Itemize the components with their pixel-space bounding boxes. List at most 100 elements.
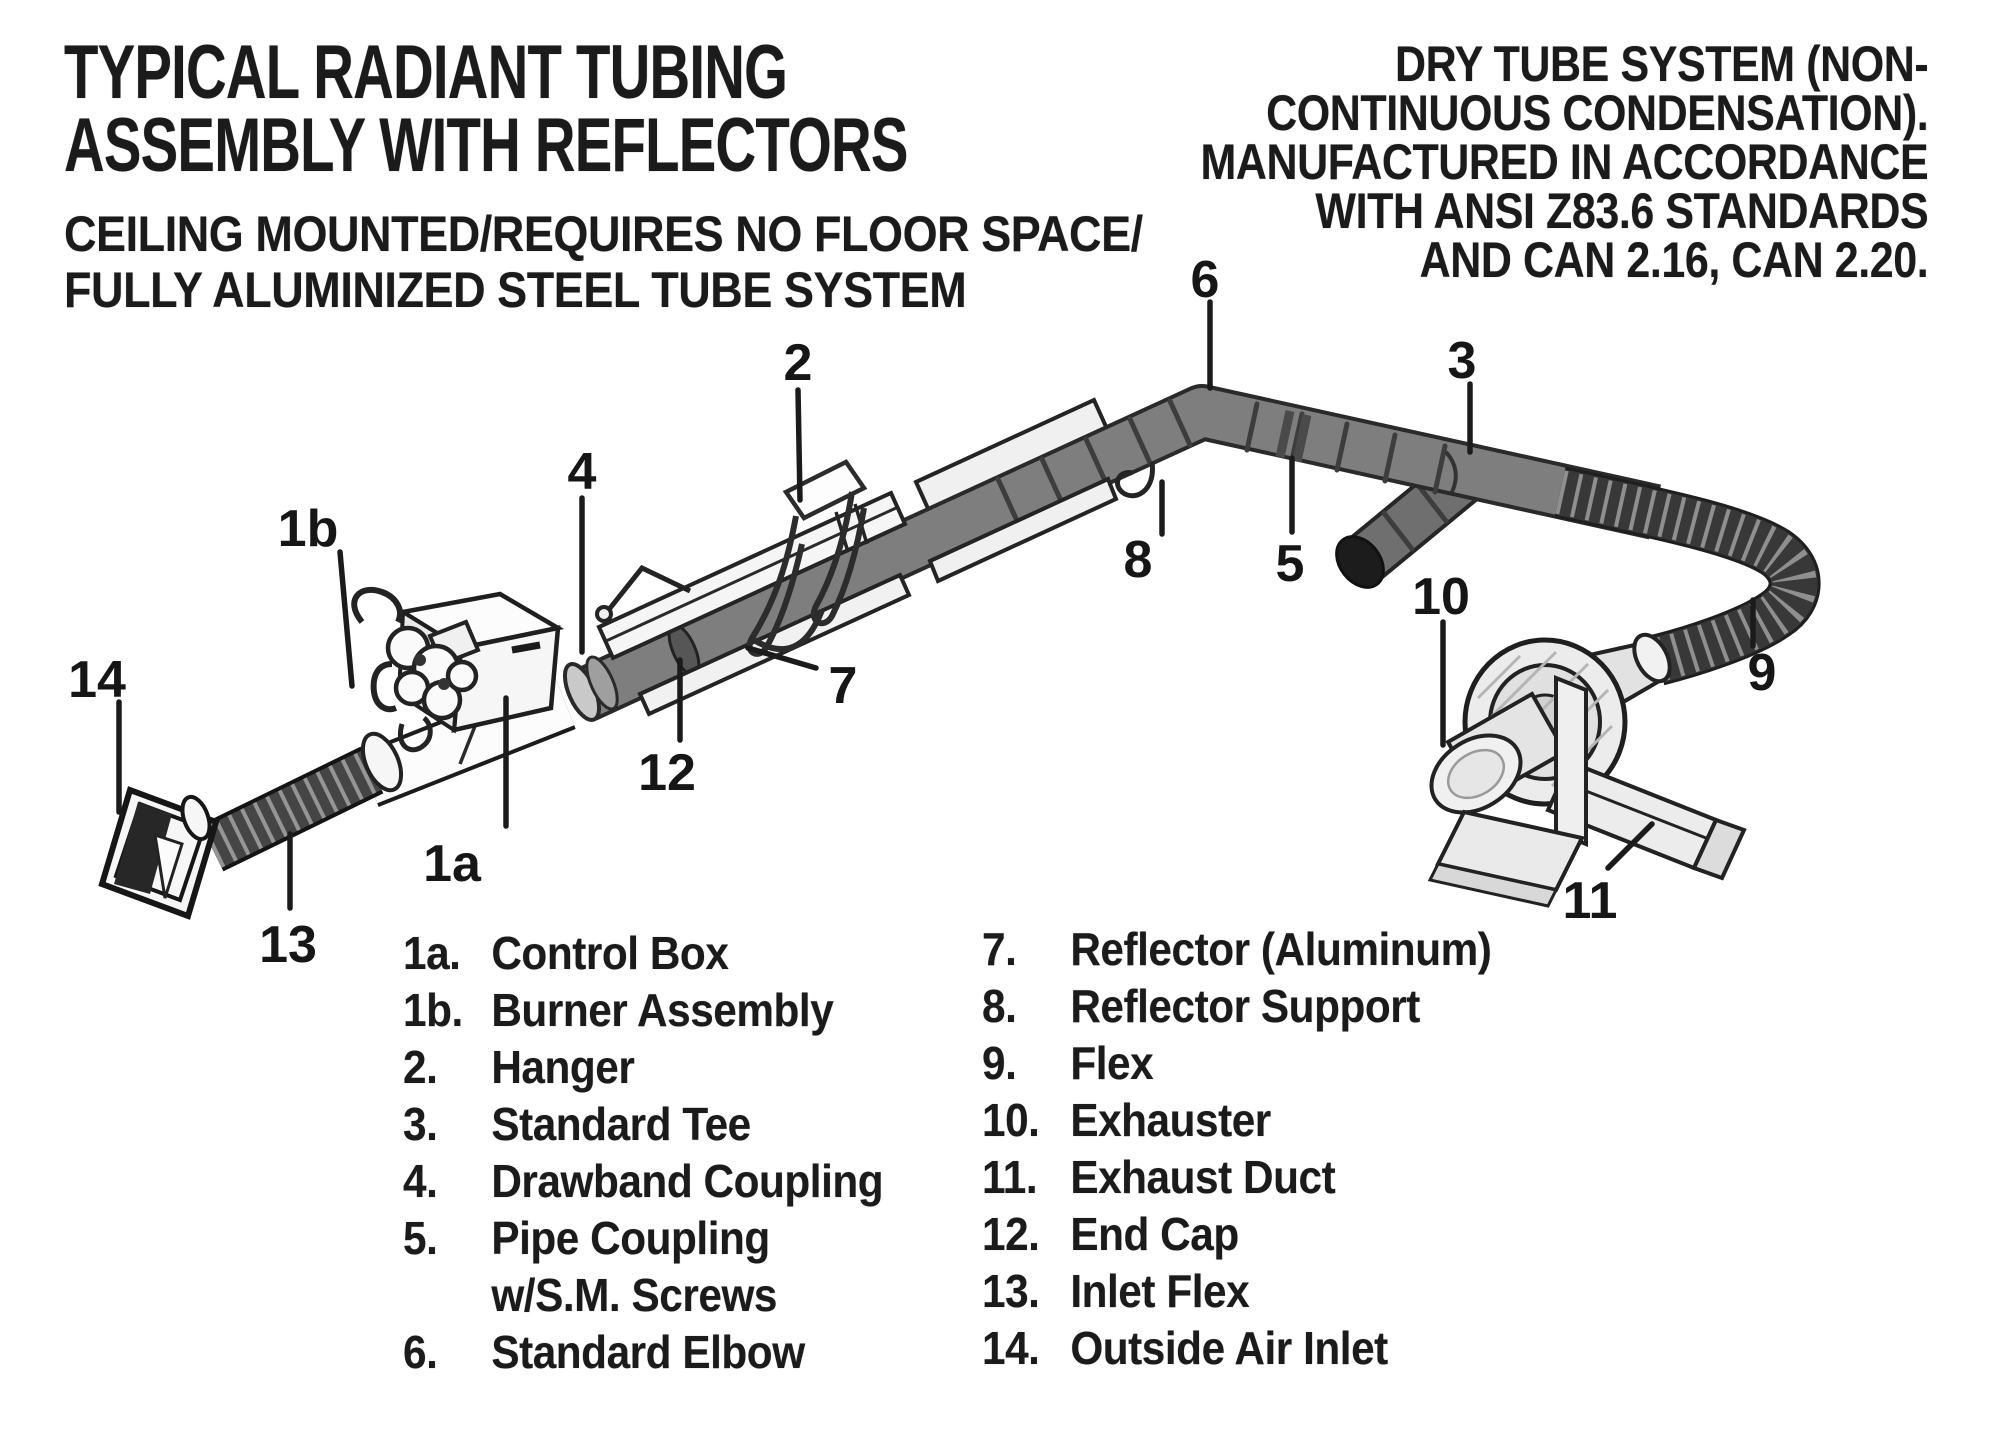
callout-12: 12: [638, 744, 696, 802]
pipe-coupling: [1275, 410, 1312, 462]
legend-item-12: 12. End Cap: [982, 1207, 1491, 1264]
legend-label: Pipe Coupling: [491, 1212, 770, 1264]
legend-item-11: 11. Exhaust Duct: [982, 1150, 1491, 1207]
legend-item-6: 6. Standard Elbow: [403, 1325, 883, 1382]
legend-item-13: 13. Inlet Flex: [982, 1264, 1491, 1321]
legend-item-2: 2. Hanger: [403, 1040, 883, 1097]
exhauster-mounting-bracket: [1427, 675, 1588, 908]
legend-num: 11.: [982, 1151, 1038, 1203]
page-subtitle: CEILING MOUNTED/REQUIRES NO FLOOR SPACE/…: [64, 206, 1143, 318]
legend-num: 9.: [982, 1037, 1017, 1089]
exhauster-assembly: [1427, 632, 1747, 908]
callout-4: 4: [568, 443, 597, 501]
legend-num: 6.: [403, 1326, 438, 1378]
legend-label: Control Box: [491, 927, 729, 979]
legend-label: Standard Tee: [491, 1098, 751, 1150]
control-box-vent-slot: [511, 641, 541, 654]
legend-label: Reflector (Aluminum): [1070, 923, 1492, 975]
legend-item-5: 5. Pipe Coupling: [403, 1211, 883, 1268]
spec-note: DRY TUBE SYSTEM (NON- CONTINUOUS CONDENS…: [1200, 36, 1929, 288]
inlet-flex-ribs: [202, 750, 382, 868]
callout-2: 2: [784, 334, 813, 392]
legend-label: Burner Assembly: [491, 984, 834, 1036]
page-subtitle-line-2: FULLY ALUMINIZED STEEL TUBE SYSTEM: [64, 262, 967, 318]
legend-item-1a: 1a. Control Box: [403, 926, 883, 983]
legend-num: 1b.: [403, 984, 463, 1036]
spec-note-line-5: AND CAN 2.16, CAN 2.20.: [1419, 232, 1928, 288]
legend-label: Flex: [1070, 1037, 1154, 1089]
spec-note-line-2: CONTINUOUS CONDENSATION).: [1265, 85, 1929, 141]
reflector-support-hook: [1115, 461, 1155, 499]
callout-14: 14: [68, 651, 126, 709]
hanger-top-bracket: [782, 459, 868, 521]
tee-branch-open-end: [1335, 535, 1385, 589]
legend-label: Exhaust Duct: [1070, 1151, 1336, 1203]
legend-item-14: 14. Outside Air Inlet: [982, 1321, 1491, 1378]
leader-11: [1605, 821, 1655, 871]
legend-num: 10.: [982, 1094, 1040, 1146]
legend-label: Hanger: [491, 1041, 635, 1093]
callout-3: 3: [1448, 332, 1477, 390]
legend-num: 8.: [982, 980, 1017, 1032]
legend-item-8: 8. Reflector Support: [982, 979, 1491, 1036]
exhaust-duct: [1545, 759, 1747, 881]
leader-lines: [116, 299, 1756, 911]
radiant-tube-run: [573, 384, 1662, 721]
leader-1b: [337, 549, 355, 689]
legend-label: Inlet Flex: [1070, 1265, 1250, 1317]
outside-air-inlet-hood: [98, 786, 220, 920]
callout-8: 8: [1124, 531, 1153, 589]
burner-assembly: [351, 587, 481, 753]
reflector-upper-section-near-lip: [927, 476, 1119, 584]
legend-label: Drawband Coupling: [491, 1155, 884, 1207]
page-subtitle-line-1: CEILING MOUNTED/REQUIRES NO FLOOR SPACE/: [64, 206, 1143, 262]
legend-item-4: 4. Drawband Coupling: [403, 1154, 884, 1211]
spec-note-line-4: WITH ANSI Z83.6 STANDARDS: [1315, 183, 1928, 239]
legend-label: w/S.M. Screws: [491, 1269, 777, 1321]
reflector-end-bracket: [605, 564, 692, 614]
hanger: [746, 459, 868, 657]
callout-labels: 1a 1b 2 3 4 5 6 7 8 9 10 11 12 13 14: [68, 251, 1776, 974]
legend-num: 14.: [982, 1322, 1040, 1374]
spec-note-line-1: DRY TUBE SYSTEM (NON-: [1394, 36, 1929, 92]
exhaust-duct-open-end: [1691, 817, 1747, 881]
leader-7: [745, 645, 819, 671]
callout-7: 7: [829, 657, 858, 715]
leader-2: [795, 387, 803, 503]
legend-num: 5.: [403, 1212, 438, 1264]
callout-11: 11: [1563, 872, 1618, 930]
inlet-flex-collar: [360, 731, 404, 793]
legend-item-5-continued: w/S.M. Screws: [403, 1268, 883, 1325]
legend-num: 2.: [403, 1041, 438, 1093]
callout-9: 9: [1748, 644, 1777, 702]
standard-elbow-gore-line: [1167, 398, 1193, 448]
legend-item-1b: 1b. Burner Assembly: [403, 983, 883, 1040]
legend-label: Reflector Support: [1070, 980, 1420, 1032]
legend-label: Outside Air Inlet: [1070, 1322, 1388, 1374]
callout-1a: 1a: [423, 835, 482, 893]
legend-num: 4.: [403, 1155, 438, 1207]
legend-item-7: 7. Reflector (Aluminum): [982, 922, 1492, 979]
callout-6: 6: [1191, 251, 1220, 309]
flex-run: [1554, 466, 1821, 686]
legend-left-column: 1a. Control Box 1b. Burner Assembly 2. Hang…: [403, 926, 884, 1382]
callout-10: 10: [1412, 568, 1470, 626]
page-title-line-1: TYPICAL RADIANT TUBING: [64, 30, 788, 115]
callout-1b: 1b: [278, 500, 339, 558]
legend-item-9: 9. Flex: [982, 1036, 1491, 1093]
legend-right-column: 7. Reflector (Aluminum) 8. Reflector Suppo…: [982, 922, 1492, 1378]
drawband-coupling: [562, 655, 619, 722]
legend-num: 12.: [982, 1208, 1040, 1260]
callout-13: 13: [259, 916, 317, 974]
legend-num: 7.: [982, 923, 1017, 975]
legend-label: Standard Elbow: [491, 1326, 805, 1378]
page-title-line-2: ASSEMBLY WITH REFLECTORS: [64, 103, 908, 188]
legend-item-10: 10.Exhauster: [982, 1093, 1491, 1150]
legend-num: 1a.: [403, 927, 461, 979]
legend-label: End Cap: [1070, 1208, 1239, 1260]
legend-num: 13.: [982, 1265, 1040, 1317]
tee-seam: [1444, 450, 1458, 493]
legend-num: 3.: [403, 1098, 438, 1150]
